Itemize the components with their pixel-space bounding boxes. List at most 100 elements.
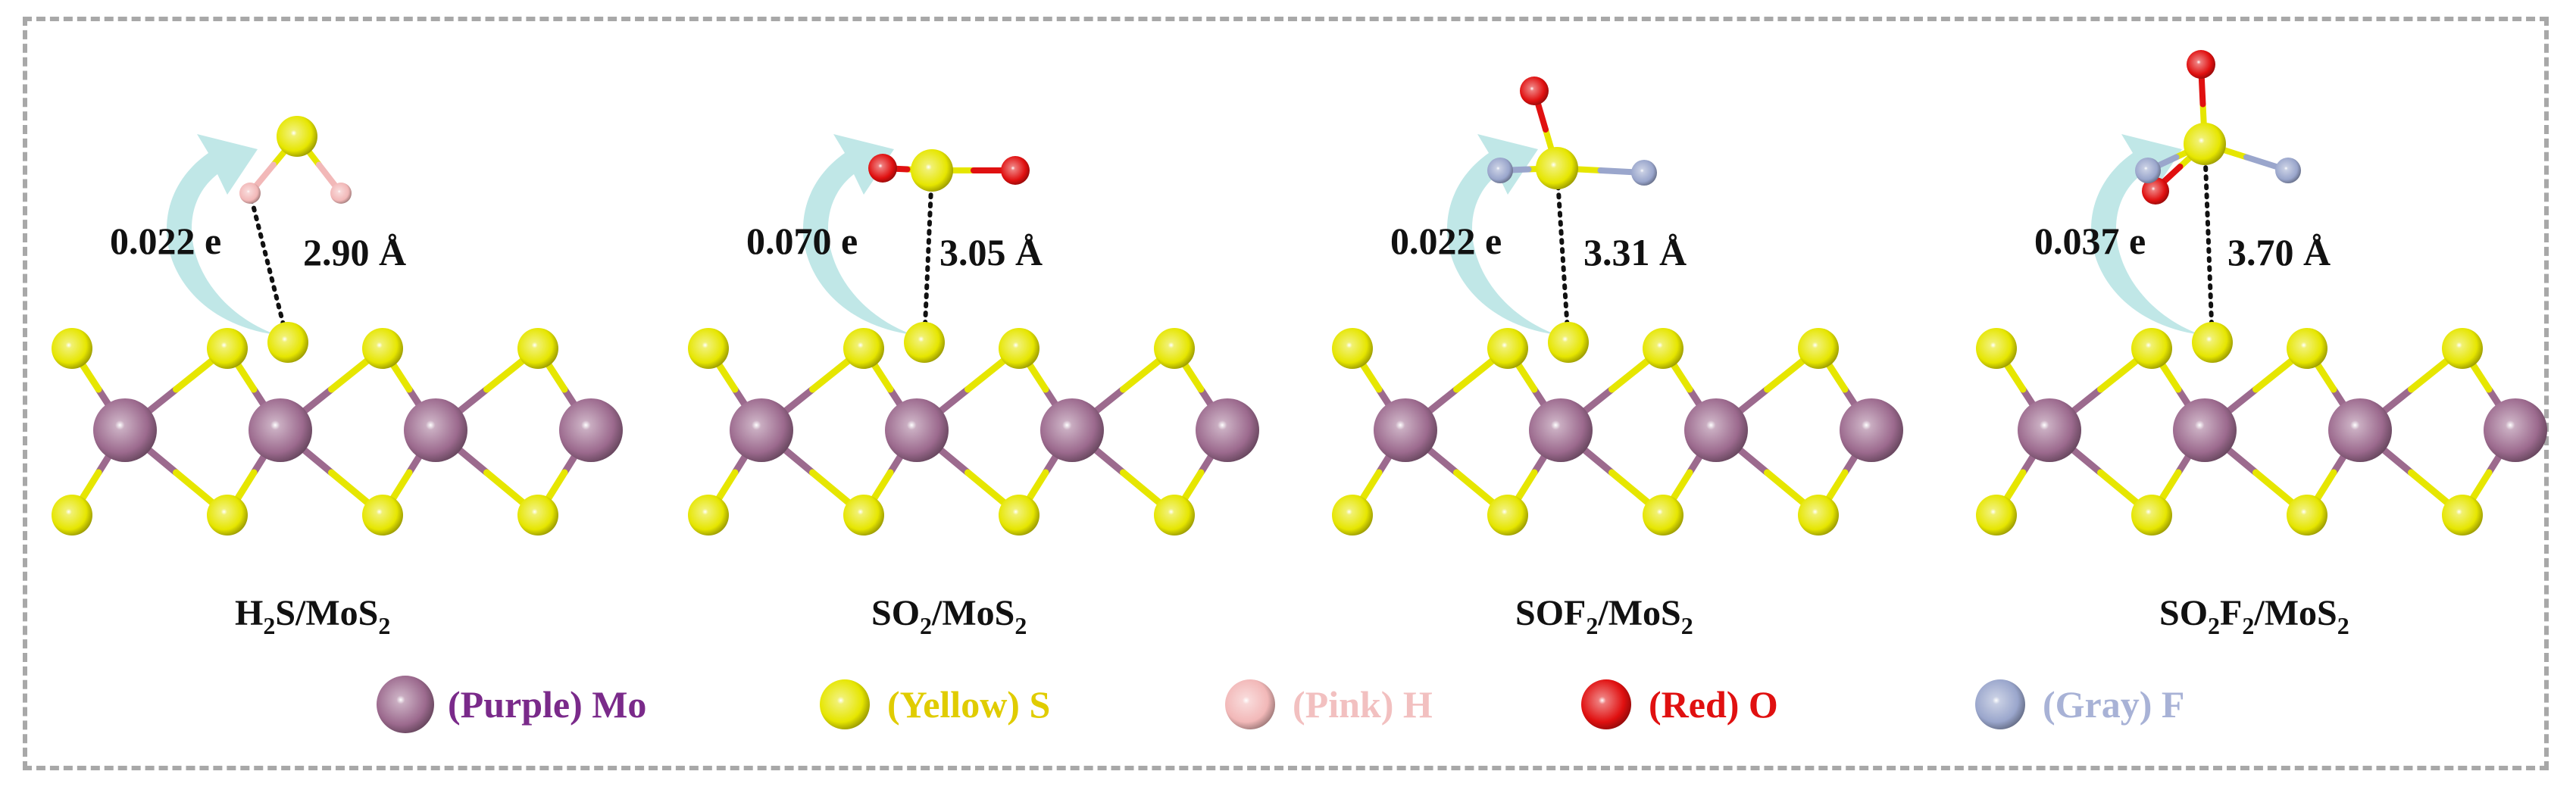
fluorine-atom xyxy=(2135,158,2161,183)
molybdenum-atom xyxy=(885,398,949,462)
sulfur-atom xyxy=(999,495,1039,536)
legend-label: (Purple) Mo xyxy=(448,683,646,726)
legend-h-ball xyxy=(1225,679,1275,729)
sulfur-atom xyxy=(2131,328,2172,369)
fluorine-atom xyxy=(1631,160,1657,186)
fluorine-atom xyxy=(1487,158,1513,183)
charge-transfer-label: 0.070 e xyxy=(746,220,858,262)
charge-transfer-label: 0.022 e xyxy=(110,220,221,262)
molybdenum-atom xyxy=(2484,398,2547,462)
distance-label: 3.05 Å xyxy=(939,231,1043,273)
charge-transfer-arrow xyxy=(166,134,277,335)
legend-label: (Yellow) S xyxy=(887,683,1050,726)
sulfur-atom xyxy=(207,328,248,369)
sulfur-atom xyxy=(688,328,729,369)
sulfur-atom xyxy=(1798,495,1839,536)
molybdenum-atom xyxy=(1040,398,1104,462)
sulfur-atom xyxy=(1332,328,1373,369)
sulfur-atom xyxy=(517,328,558,369)
hydrogen-atom xyxy=(330,183,352,204)
mos2-slab-3 xyxy=(1332,328,1903,536)
adsorption-site-sulfur xyxy=(1548,322,1589,363)
mos2-slab-2 xyxy=(688,328,1259,536)
molecule-SO2 xyxy=(868,149,1030,363)
legend-label: (Red) O xyxy=(1649,683,1778,726)
legend-f-ball xyxy=(1975,679,2025,729)
fluorine-atom xyxy=(2275,158,2301,183)
legend-o-ball xyxy=(1581,679,1631,729)
molybdenum-atom xyxy=(2328,398,2392,462)
sulfur-atom xyxy=(843,495,884,536)
molybdenum-atom xyxy=(2173,398,2237,462)
sulfur-atom xyxy=(1154,328,1195,369)
legend-mo-ball xyxy=(377,676,434,733)
sulfur-atom xyxy=(207,495,248,536)
molybdenum-atom xyxy=(2018,398,2081,462)
molybdenum-atom xyxy=(559,398,623,462)
molybdenum-atom xyxy=(730,398,793,462)
sulfur-atom xyxy=(2131,495,2172,536)
distance-label: 3.31 Å xyxy=(1583,231,1687,273)
adsorption-site-sulfur xyxy=(2192,322,2233,363)
sulfur-atom xyxy=(1487,495,1528,536)
molybdenum-atom xyxy=(249,398,312,462)
sulfur-atom xyxy=(1154,495,1195,536)
sulfur-atom xyxy=(2184,123,2226,165)
sulfur-atom xyxy=(277,116,317,157)
legend-s-ball xyxy=(820,679,870,729)
charge-transfer-label: 0.022 e xyxy=(1390,220,1502,262)
sulfur-atom xyxy=(2442,328,2483,369)
panel-label: SOF2/MoS2 xyxy=(1515,593,1693,639)
oxygen-atom xyxy=(1520,77,1549,105)
molecule-SO2F2 xyxy=(2135,50,2301,363)
panel-label: SO2F2/MoS2 xyxy=(2159,593,2349,639)
sulfur-atom xyxy=(517,495,558,536)
sulfur-atom xyxy=(1798,328,1839,369)
distance-label: 2.90 Å xyxy=(303,231,406,273)
molybdenum-atom xyxy=(1840,398,1903,462)
sulfur-atom xyxy=(843,328,884,369)
panel-label: H2S/MoS2 xyxy=(235,593,390,639)
oxygen-atom xyxy=(2142,177,2169,205)
adsorption-site-sulfur xyxy=(267,322,308,363)
distance-label: 3.70 Å xyxy=(2227,231,2331,273)
sulfur-atom xyxy=(52,328,92,369)
molybdenum-atom xyxy=(404,398,467,462)
legend-item: (Purple) Mo xyxy=(377,676,646,733)
panel-label: SO2/MoS2 xyxy=(871,593,1027,639)
molybdenum-atom xyxy=(1196,398,1259,462)
sulfur-atom xyxy=(999,328,1039,369)
molecule-H2S xyxy=(239,116,352,363)
legend-item: (Yellow) S xyxy=(820,679,1050,729)
sulfur-atom xyxy=(1332,495,1373,536)
charge-transfer-arrow xyxy=(802,134,913,335)
molybdenum-atom xyxy=(1374,398,1437,462)
charge-transfer-arrow xyxy=(1446,134,1557,335)
sulfur-atom xyxy=(911,149,953,192)
sulfur-atom xyxy=(1643,328,1683,369)
molybdenum-atom xyxy=(1684,398,1748,462)
adsorption-site-sulfur xyxy=(904,322,945,363)
oxygen-atom xyxy=(2187,50,2215,79)
sulfur-atom xyxy=(2442,495,2483,536)
legend-label: (Pink) H xyxy=(1293,683,1433,726)
molybdenum-atom xyxy=(1529,398,1593,462)
charge-transfer-arrow xyxy=(2090,134,2201,335)
molybdenum-atom xyxy=(93,398,157,462)
legend-item: (Pink) H xyxy=(1225,679,1433,729)
hydrogen-atom xyxy=(239,183,261,204)
mos2-slab-1 xyxy=(52,328,623,536)
sulfur-atom xyxy=(362,328,403,369)
sulfur-atom xyxy=(1487,328,1528,369)
sulfur-atom xyxy=(1976,495,2017,536)
sulfur-atom xyxy=(2287,328,2327,369)
sulfur-atom xyxy=(1976,328,2017,369)
legend-item: (Gray) F xyxy=(1975,679,2184,729)
legend-label: (Gray) F xyxy=(2043,683,2184,726)
sulfur-atom xyxy=(2287,495,2327,536)
oxygen-atom xyxy=(868,154,897,183)
oxygen-atom xyxy=(1001,156,1030,185)
molecule-SOF2 xyxy=(1487,77,1657,363)
charge-transfer-label: 0.037 e xyxy=(2034,220,2146,262)
